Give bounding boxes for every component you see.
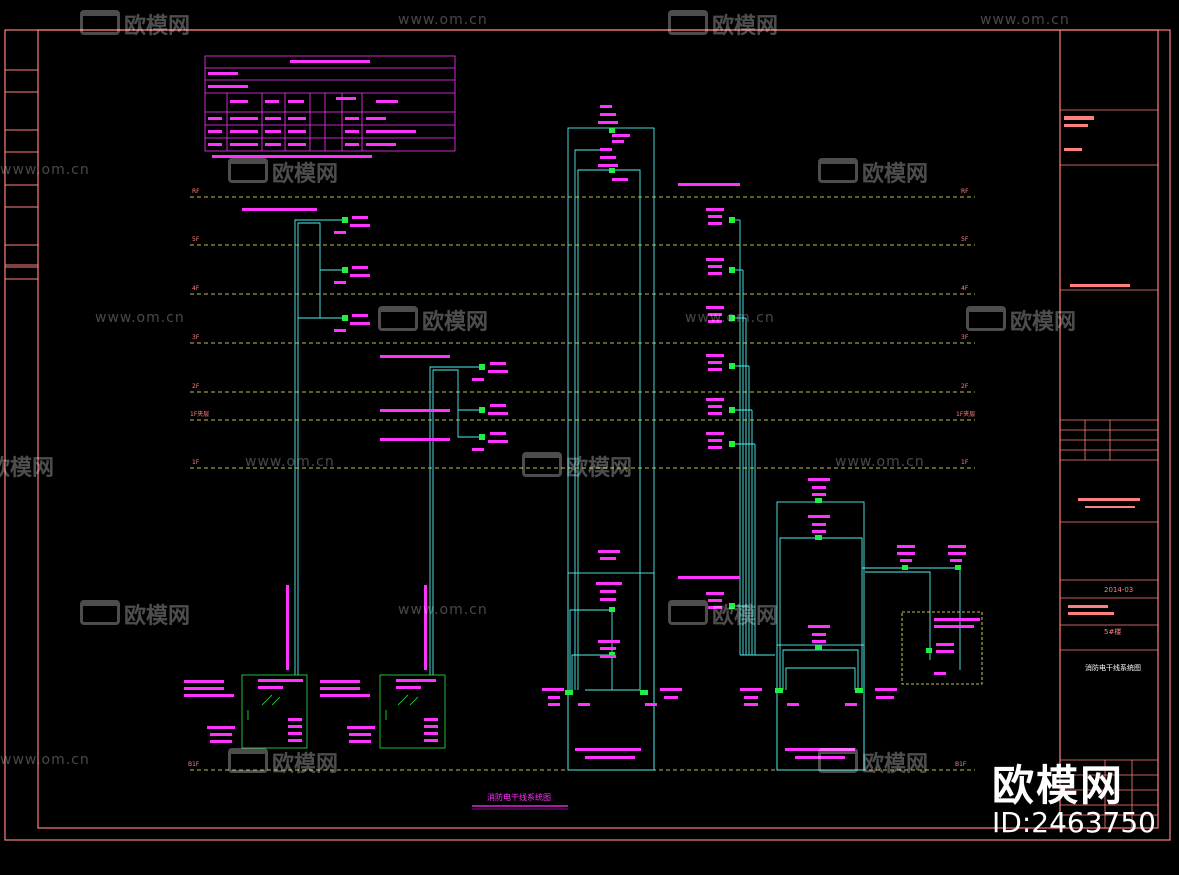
floor-labels-left: RF 5F 4F 3F 2F 1F夹层 1F B1F <box>188 188 209 768</box>
sofa-logo-icon <box>378 306 418 331</box>
lower-right-markers <box>740 478 980 759</box>
right-riser <box>732 219 775 656</box>
watermark-brand: 欧模网 <box>818 746 928 778</box>
floor-label: 3F <box>192 334 200 341</box>
floor-label: 1F夹层 <box>190 410 209 418</box>
box-annotations <box>184 679 438 743</box>
sofa-logo-icon <box>228 158 268 183</box>
watermark-brand: 欧模网 <box>522 450 632 482</box>
floor-label: 3F <box>961 334 969 341</box>
sofa-logo-icon <box>966 306 1006 331</box>
fire-alarm-room-box <box>901 611 983 685</box>
floor-label: 4F <box>961 285 969 292</box>
floor-label: 5F <box>192 236 200 243</box>
watermark-brand: 欧模网 <box>966 304 1076 336</box>
floor-label: RF <box>192 188 200 195</box>
riser-top-labels <box>242 208 450 441</box>
watermark-site: www.om.cn <box>835 454 925 470</box>
watermark-site: www.om.cn <box>0 752 90 768</box>
watermark-brand: 欧模网 <box>80 598 190 630</box>
watermark-brand: 欧模网 <box>0 456 55 481</box>
watermark-brand: 欧模网 <box>228 746 338 778</box>
panel-markers-left <box>334 216 508 451</box>
brand-watermark-large: 欧模网 <box>992 761 1125 810</box>
riser-2 <box>429 366 480 675</box>
project-number: 2014-03 <box>1104 586 1133 594</box>
floor-labels-right: RF 5F 4F 3F 2F 1F夹层 1F B1F <box>955 188 975 768</box>
floor-lines <box>190 196 975 771</box>
sofa-logo-icon <box>818 748 858 773</box>
right-riser-markers <box>678 183 740 609</box>
title-block <box>1060 109 1158 828</box>
title-block-fills <box>1064 116 1140 615</box>
floor-label: B1F <box>188 761 200 768</box>
distribution-box-2 <box>379 674 446 749</box>
watermark-brand: 欧模网 <box>80 8 190 40</box>
sofa-logo-icon <box>80 600 120 625</box>
central-markers <box>542 105 682 759</box>
riser-1 <box>294 219 345 675</box>
floor-label: 2F <box>192 383 200 390</box>
floor-label: RF <box>961 188 969 195</box>
floor-label: 1F <box>192 459 200 466</box>
building-label: 5#楼 <box>1104 627 1121 636</box>
sofa-logo-icon <box>228 748 268 773</box>
brand-id: ID:2463750 <box>992 806 1156 839</box>
lower-right-cabinet <box>776 501 961 771</box>
material-table-text <box>208 60 416 158</box>
left-margin-tabs <box>4 69 39 280</box>
drawing-frame <box>4 29 1171 841</box>
distribution-box-1 <box>241 674 308 749</box>
drawing-title: 消防电干线系统图 <box>487 792 551 802</box>
sofa-logo-icon <box>668 600 708 625</box>
watermark-site: www.om.cn <box>245 454 335 470</box>
floor-label: 4F <box>192 285 200 292</box>
watermark-brand: 欧模网 <box>668 8 778 40</box>
floor-label: 1F <box>961 459 969 466</box>
floor-label: B1F <box>955 761 967 768</box>
watermark-brand: 欧模网 <box>228 156 338 188</box>
floor-label: 1F夹层 <box>956 410 975 418</box>
floor-label: 2F <box>961 383 969 390</box>
watermark-site: www.om.cn <box>398 12 488 28</box>
sofa-logo-icon <box>80 10 120 35</box>
floor-label: 5F <box>961 236 969 243</box>
riser-cable-labels <box>286 585 427 670</box>
central-riser <box>567 127 655 771</box>
sofa-logo-icon <box>522 452 562 477</box>
material-table <box>204 55 456 152</box>
watermark-brand: 欧模网 <box>818 156 928 188</box>
watermark-site: www.om.cn <box>980 12 1070 28</box>
watermark-site: www.om.cn <box>95 310 185 326</box>
watermark-brand: 欧模网 <box>378 304 488 336</box>
sofa-logo-icon <box>668 10 708 35</box>
sheet-title: 消防电干线系统图 <box>1085 663 1141 672</box>
watermark-site: www.om.cn <box>398 602 488 618</box>
watermark-site: www.om.cn <box>685 310 775 326</box>
watermark-site: www.om.cn <box>0 162 90 178</box>
watermark-brand: 欧模网 <box>668 598 778 630</box>
sofa-logo-icon <box>818 158 858 183</box>
